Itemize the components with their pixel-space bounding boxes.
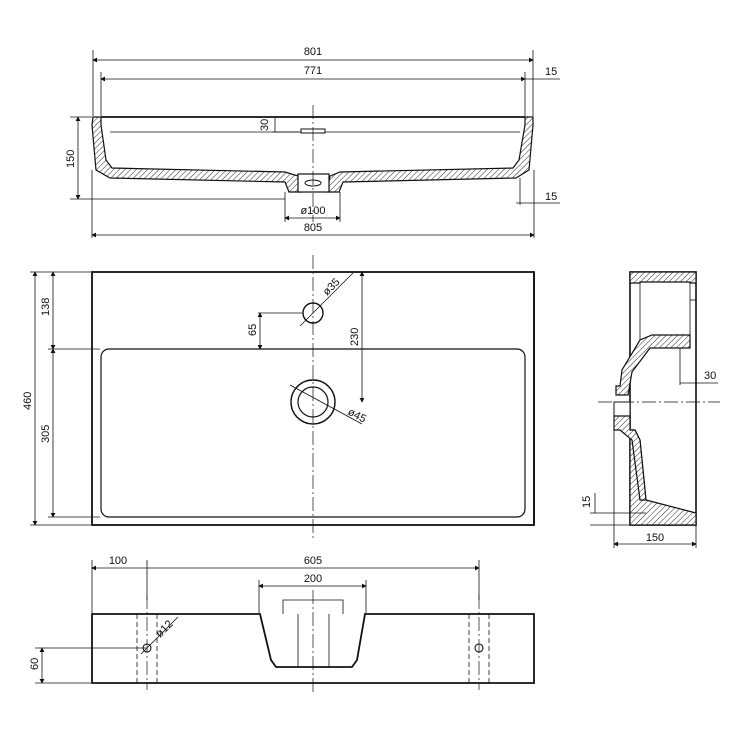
dim-inner-width: 771 xyxy=(304,65,322,77)
dim-hole-edge: 100 xyxy=(109,555,127,567)
drain-outlet xyxy=(297,173,330,193)
front-view: 100 605 200 ø12 60 xyxy=(29,555,535,695)
dim-basin-depth: 305 xyxy=(40,425,52,443)
dim-side-depth: 150 xyxy=(646,532,664,544)
dim-side-bottom: 15 xyxy=(581,496,593,508)
basin-section-right-wall xyxy=(326,116,534,193)
dim-bottom-right: 15 xyxy=(545,191,557,203)
dim-top-offset: 138 xyxy=(40,298,52,316)
dim-hole-height: 60 xyxy=(29,658,41,670)
side-section-view: 30 15 150 xyxy=(581,271,720,548)
side-overflow-channel xyxy=(615,334,691,396)
plan-view: ø35 ø45 230 65 138 460 305 xyxy=(22,255,535,540)
dim-drain-hole: ø45 xyxy=(346,406,368,426)
dim-rim-right: 15 xyxy=(545,66,557,78)
dim-side-overflow: 30 xyxy=(704,370,716,382)
dim-tap-hole: ø35 xyxy=(321,276,343,298)
dim-drain-offset: 230 xyxy=(349,328,361,346)
dim-drain-diameter: ø100 xyxy=(300,205,325,217)
dim-hole-diameter: ø12 xyxy=(154,618,176,640)
dim-base-width: 805 xyxy=(304,222,322,234)
dim-overall-width: 801 xyxy=(304,46,322,58)
front-outline xyxy=(91,613,535,684)
dim-total-depth: 460 xyxy=(22,392,34,410)
dim-tap-offset: 65 xyxy=(247,324,259,336)
dim-siphon-width: 200 xyxy=(304,573,322,585)
top-section-view: 801 771 15 30 150 15 ø100 805 xyxy=(65,46,560,238)
dim-hole-spacing: 605 xyxy=(304,555,322,567)
dim-section-height: 150 xyxy=(65,150,77,168)
dim-overflow-depth: 30 xyxy=(259,119,271,131)
